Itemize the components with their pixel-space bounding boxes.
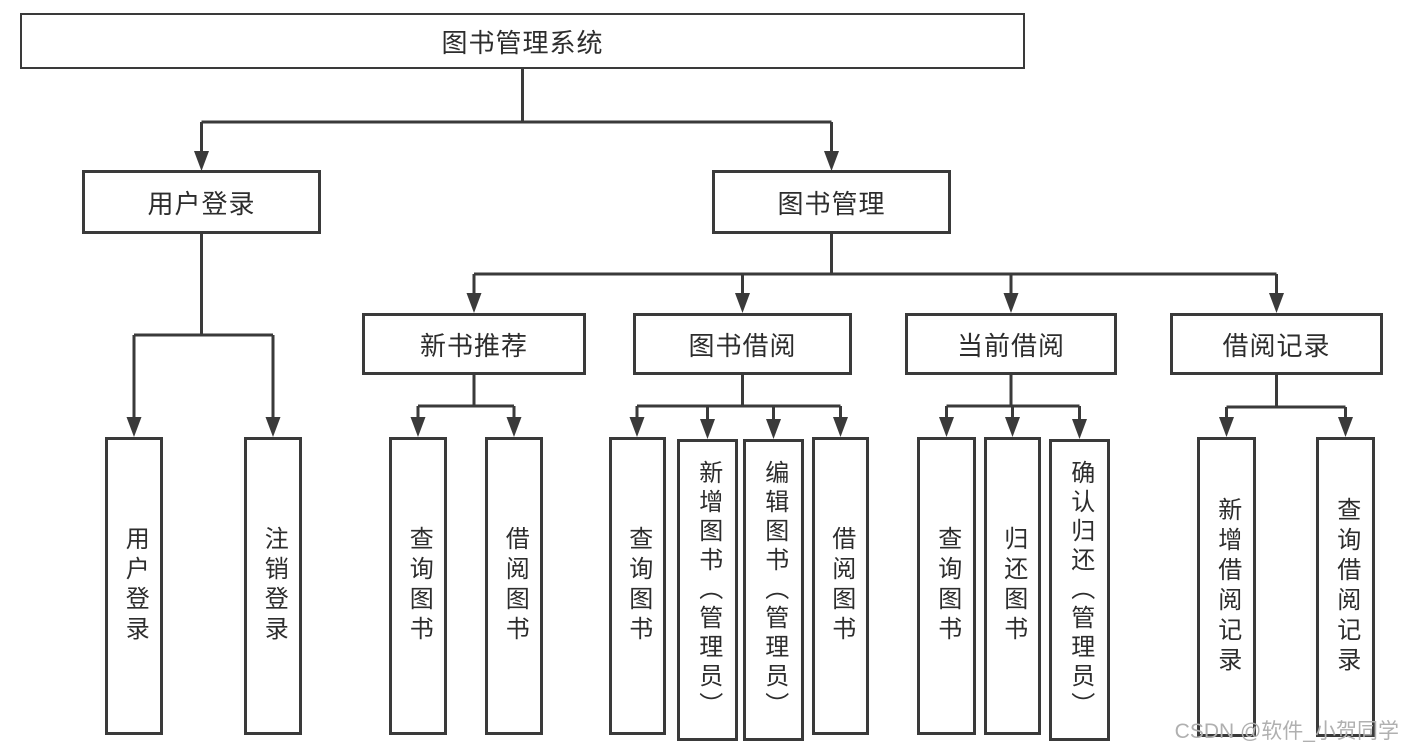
leaf-bb-edit-books-admin: 编辑图书（管理员） [743, 439, 804, 741]
leaf-bb-add-books-admin: 新增图书（管理员） [677, 439, 738, 741]
leaf-nbr-query-books: 查询图书 [389, 437, 447, 735]
node-label: 新增图书（管理员） [694, 459, 722, 721]
node-label: 当前借阅 [956, 330, 1065, 361]
node-label: 归还图书 [999, 526, 1027, 646]
node-label: 图书管理 [777, 188, 886, 219]
node-label: 新书推荐 [419, 330, 528, 361]
leaf-user-login: 用户登录 [105, 437, 163, 735]
node-label: 借阅图书 [827, 526, 855, 646]
node-label: 图书管理系统 [441, 27, 604, 58]
node-label: 用户登录 [121, 526, 149, 646]
csdn-watermark: CSDN @软件_小贺同学 [1174, 720, 1399, 743]
node-label: 图书借阅 [688, 330, 797, 361]
node-label: 新增借阅记录 [1213, 497, 1241, 677]
leaf-nbr-borrow-books: 借阅图书 [485, 437, 543, 735]
leaf-cb-confirm-return-admin: 确认归还（管理员） [1049, 439, 1110, 741]
node-label: 注销登录 [260, 526, 288, 646]
node-label: 查询借阅记录 [1332, 497, 1360, 677]
node-label: 查询图书 [933, 526, 961, 646]
leaf-bb-query-books: 查询图书 [609, 437, 666, 735]
leaf-br-add-record: 新增借阅记录 [1197, 437, 1256, 737]
node-new-book-recommend: 新书推荐 [362, 313, 586, 375]
node-user-login: 用户登录 [82, 170, 321, 234]
node-label: 编辑图书（管理员） [760, 459, 788, 721]
node-label: 借阅记录 [1222, 330, 1331, 361]
node-book-management: 图书管理 [712, 170, 951, 234]
node-current-borrow: 当前借阅 [905, 313, 1117, 375]
node-book-borrow: 图书借阅 [633, 313, 852, 375]
leaf-br-query-record: 查询借阅记录 [1316, 437, 1375, 737]
node-library-system: 图书管理系统 [20, 13, 1025, 69]
node-borrow-records: 借阅记录 [1170, 313, 1383, 375]
leaf-cb-query-books: 查询图书 [917, 437, 976, 735]
node-label: 用户登录 [147, 188, 256, 219]
node-label: 确认归还（管理员） [1066, 459, 1094, 721]
node-label: 查询图书 [624, 526, 652, 646]
leaf-cb-return-books: 归还图书 [984, 437, 1041, 735]
node-label: 借阅图书 [501, 526, 529, 646]
leaf-bb-borrow-books: 借阅图书 [812, 437, 869, 735]
leaf-logout-login: 注销登录 [244, 437, 302, 735]
node-label: 查询图书 [405, 526, 433, 646]
